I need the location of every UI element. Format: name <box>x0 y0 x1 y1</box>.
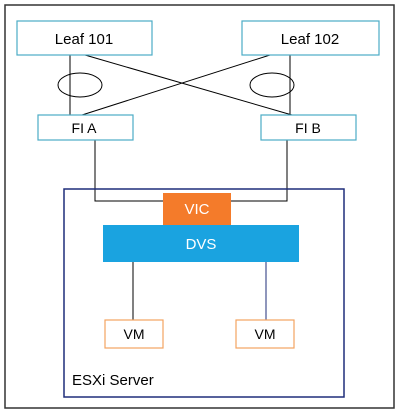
vm-2-box <box>235 319 295 349</box>
leaf-102-label: Leaf 102 <box>281 31 339 48</box>
leaf-101-label: Leaf 101 <box>55 31 113 48</box>
fi-a-label: FI A <box>72 120 98 136</box>
esxi-server-label: ESXi Server <box>72 372 154 389</box>
leaf-102-node: Leaf 102 <box>241 20 380 56</box>
vm-1-label: VM <box>124 326 145 342</box>
vm-2-node: VM <box>235 319 295 349</box>
fi-b-node: FI B <box>260 114 357 141</box>
fi-a-node: FI A <box>37 114 134 141</box>
port-channel-ring-b <box>249 72 295 98</box>
fi-b-box <box>260 114 357 141</box>
outer-frame <box>4 4 395 409</box>
dvs-node: DVS <box>103 225 299 262</box>
vic-label: VIC <box>184 201 209 218</box>
fi-vic-links <box>94 140 288 202</box>
fi-a-box <box>37 114 134 141</box>
link-fib-vic <box>231 140 288 202</box>
leaf-101-node: Leaf 101 <box>16 20 153 56</box>
leaf-102-box <box>241 20 380 56</box>
leaf-101-box <box>16 20 153 56</box>
vm-2-label: VM <box>255 326 276 342</box>
vm-1-box <box>104 319 164 349</box>
leaf-fi-links <box>57 54 295 116</box>
link-leaf102-fia <box>81 54 271 116</box>
vm-1-node: VM <box>104 319 164 349</box>
link-leaf101-fib <box>84 54 293 116</box>
vic-box <box>163 193 231 225</box>
link-fia-vic <box>94 140 163 202</box>
vic-node: VIC <box>163 193 231 225</box>
dvs-box <box>103 225 299 262</box>
dvs-label: DVS <box>186 236 217 253</box>
port-channel-ring-a <box>57 72 103 98</box>
esxi-server-box <box>63 188 345 398</box>
fi-b-label: FI B <box>295 120 321 136</box>
